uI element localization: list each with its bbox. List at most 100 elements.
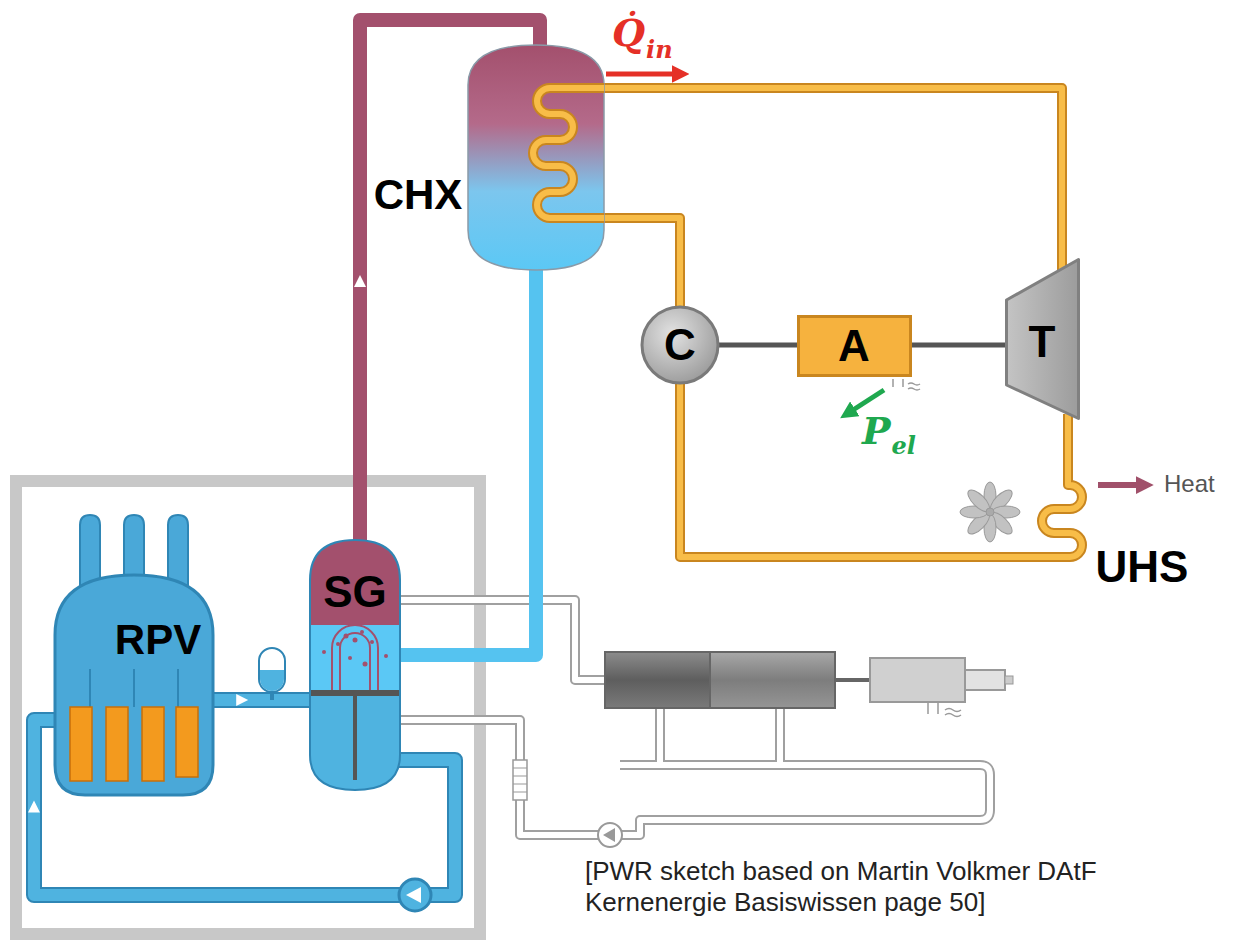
generator-leads [928,702,961,717]
svg-g [90,669,178,707]
coolant-pump [399,879,431,911]
svg-g [70,707,198,781]
exciter [965,670,1005,690]
alternator-leads [893,379,920,390]
feed-pump [598,823,622,847]
pipe-stroke [600,218,680,307]
heat-exchanger-shape [468,45,604,270]
arrow-head [28,801,40,813]
fan-hub [986,508,994,516]
containment-wall [16,481,480,934]
pump-body [399,879,431,911]
shaft [835,678,870,682]
secondary-pipes [400,600,990,835]
pipe-stroke [600,88,1062,270]
svg-path [1040,479,1082,557]
svg-circle [348,656,352,660]
pipe-stroke [600,218,680,307]
pipe-connector [600,88,1062,270]
heat-sink-coil: UHS [1040,479,1088,561]
heat-exchanger: CHX [468,45,604,270]
arrow-head [354,275,366,287]
pipe-stroke [210,692,314,708]
pipe-stroke [680,383,1042,557]
svg-rect [70,707,92,781]
svg-circle [353,638,358,643]
pressurizer-water [260,670,284,691]
hp-turbine [605,652,710,708]
svg-path [533,88,604,218]
svg-path [332,625,378,690]
svg-path [533,88,604,218]
steam-generator: SG [310,540,400,790]
pipe-stroke [210,694,314,706]
preheater-stripes [513,768,527,792]
pipe-stroke [600,88,1062,270]
pipe-stroke [1063,414,1073,481]
shaft-end [1005,676,1013,684]
pipe-outline [400,600,990,835]
pipe-connector [210,694,314,706]
node-label: C [664,323,696,367]
source-caption: [PWR sketch based on Martin Volkmer DAtF… [585,856,1235,918]
svg-rect [176,707,198,777]
pipe-connector [680,383,1042,557]
node-label: A [838,324,870,368]
node-label: RPV [115,619,201,661]
symbol-label: Q̇ [612,14,645,52]
svg-circle [642,307,718,383]
pressurizer [259,648,285,700]
generator [870,658,965,702]
pipe-connector [910,345,1007,346]
preheater [513,760,527,800]
node-label: SG [323,570,387,614]
subscript-label: in [646,38,673,62]
node-label: T [1029,320,1056,364]
compressor-circle: C [640,305,720,385]
pipe-stroke [1065,414,1071,481]
pump-mark [603,828,615,842]
pipe-connector [600,218,680,307]
heat-rejection-arrow [1098,482,1138,488]
svg-line [177,669,179,707]
svg-path [468,45,604,270]
power-output-arrow [853,390,884,410]
pipe-stroke [680,383,1042,557]
lp-turbine [710,652,835,708]
arrow-head [236,694,248,706]
node-label: UHS [1096,545,1189,589]
svg-circle [363,662,368,667]
svg-line [353,696,357,780]
pipe-connector [1068,414,1069,481]
node-label: CHX [374,174,463,216]
pipe-stroke [396,264,536,655]
svg-rect [142,707,164,781]
pipe-stroke [718,343,799,348]
svg-rect [310,625,400,690]
svg-circle [370,640,374,644]
symbol-label: P [862,412,891,450]
pipe-inner [400,600,990,835]
svg-path [1040,479,1082,557]
svg-g [322,630,388,667]
pipe-stroke [910,343,1007,348]
svg-rect [310,690,400,696]
fan [960,482,1020,542]
svg-path [310,540,400,790]
svg-circle [384,654,388,658]
heat-sink-coil-shape [1040,479,1088,561]
secondary-equipment [513,652,1013,847]
pipe-connector [396,264,536,655]
svg-polygon [1007,260,1079,419]
svg-circle [322,650,326,654]
svg-rect [106,707,128,781]
svg-circle [360,630,364,634]
heat-input-arrow [606,72,674,77]
svg-path [310,696,400,790]
svg-circle [336,642,340,646]
svg-circle [344,634,349,639]
svg-rect [799,317,911,376]
pump-mark [406,887,421,903]
